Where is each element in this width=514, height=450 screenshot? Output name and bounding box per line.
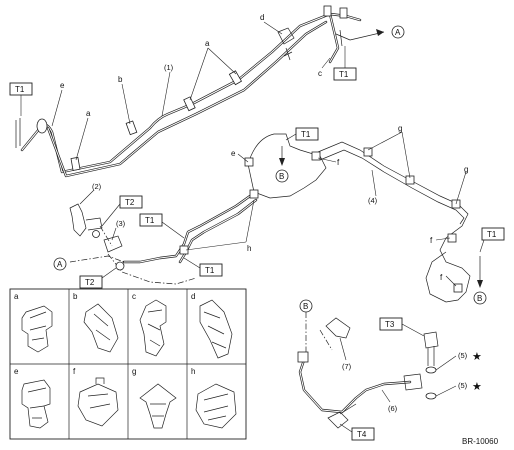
table-letter-h: h bbox=[191, 367, 195, 376]
svg-text:T1: T1 bbox=[15, 85, 25, 94]
right-leaders bbox=[237, 131, 467, 287]
tag-t1-center-right: T1 bbox=[183, 257, 223, 277]
tag-t2-lower: T2 bbox=[79, 267, 117, 289]
marker-b-label: B bbox=[477, 294, 482, 303]
table-letter-c: c bbox=[132, 292, 136, 301]
clip-letter-f: f bbox=[440, 273, 443, 282]
front-brake-pipe-assembly bbox=[15, 12, 362, 178]
marker-b-label: B bbox=[303, 302, 308, 311]
top-leaders bbox=[51, 21, 331, 161]
marker-a-left: A bbox=[53, 257, 67, 271]
tag-t2-upper: T2 bbox=[101, 195, 143, 227]
svg-text:T1: T1 bbox=[145, 216, 155, 225]
star-symbol-upper: ★ bbox=[472, 351, 482, 363]
tag-t3: T3 bbox=[379, 317, 425, 337]
svg-text:T1: T1 bbox=[487, 230, 497, 239]
clip-e-drawing bbox=[21, 379, 51, 429]
rear-brake-pipe-assembly bbox=[244, 133, 471, 303]
clip-letter-b: b bbox=[118, 75, 123, 84]
svg-text:T1: T1 bbox=[339, 70, 349, 79]
figure-id: BR-10060 bbox=[462, 437, 499, 446]
clip-letter-g: g bbox=[398, 124, 402, 133]
clip-h-drawing bbox=[195, 383, 237, 429]
table-letter-e: e bbox=[14, 367, 19, 376]
clip-letter-a: a bbox=[205, 39, 210, 48]
callout-5-lower: (5) bbox=[458, 381, 468, 390]
svg-text:T4: T4 bbox=[357, 430, 367, 439]
callout-3: (3) bbox=[116, 219, 126, 228]
callout-7: (7) bbox=[342, 362, 352, 371]
clip-letter-h: h bbox=[247, 244, 251, 253]
hose-detail: B (7) (6) bbox=[297, 299, 457, 429]
top-pipe-clips bbox=[70, 5, 348, 171]
tag-t1-mid: T1 B bbox=[275, 127, 319, 183]
clip-d-drawing bbox=[199, 299, 233, 359]
callout-6: (6) bbox=[388, 404, 398, 413]
marker-b-circle bbox=[275, 169, 289, 183]
svg-text:T1: T1 bbox=[205, 266, 215, 275]
clip-g-drawing bbox=[139, 383, 177, 429]
clip-letter-f: f bbox=[337, 158, 340, 167]
clip-letter-g: g bbox=[464, 165, 468, 174]
tag-t4: T4 bbox=[339, 423, 375, 441]
bracket-and-valve bbox=[69, 189, 125, 271]
tag-t1-left: T1 bbox=[9, 82, 33, 116]
marker-a-label: A bbox=[57, 260, 63, 269]
marker-a-circle bbox=[391, 25, 405, 39]
clip-a-drawing bbox=[21, 305, 53, 353]
callout-5-upper: (5) bbox=[458, 351, 468, 360]
marker-b-circle bbox=[473, 291, 487, 305]
clip-letter-f: f bbox=[430, 236, 433, 245]
marker-b-label: B bbox=[279, 172, 284, 181]
arrow-to-a-top: A bbox=[349, 25, 405, 41]
table-letter-d: d bbox=[191, 292, 195, 301]
clip-letter-e: e bbox=[60, 81, 65, 90]
star-symbol-lower: ★ bbox=[472, 381, 482, 393]
table-letter-b: b bbox=[73, 292, 78, 301]
clip-f-drawing bbox=[77, 377, 119, 427]
table-letter-a: a bbox=[14, 292, 19, 301]
clip-c-drawing bbox=[139, 299, 167, 357]
svg-text:T2: T2 bbox=[125, 198, 135, 207]
clip-letter-c: c bbox=[318, 69, 322, 78]
svg-text:T2: T2 bbox=[85, 278, 95, 287]
table-letter-f: f bbox=[73, 367, 76, 376]
marker-a-circle bbox=[53, 257, 67, 271]
center-pipe bbox=[122, 189, 259, 264]
clip-b-drawing bbox=[83, 303, 119, 353]
tag-t1-right: T1 B bbox=[473, 227, 505, 305]
tag-t1-center-left: T1 bbox=[139, 213, 185, 239]
tag-t1-top-right: T1 bbox=[333, 46, 357, 81]
marker-a-label: A bbox=[395, 28, 401, 37]
callout-4: (4) bbox=[368, 196, 378, 205]
svg-text:T3: T3 bbox=[385, 320, 395, 329]
clip-type-table: a b c d e f g h bbox=[9, 288, 247, 440]
svg-text:T1: T1 bbox=[301, 130, 311, 139]
table-letter-g: g bbox=[132, 367, 136, 376]
clip-letter-a: a bbox=[86, 109, 91, 118]
callout-1: (1) bbox=[164, 63, 174, 72]
callout-2: (2) bbox=[92, 182, 102, 191]
clip-letter-d: d bbox=[260, 13, 264, 22]
clip-letter-e: e bbox=[231, 149, 236, 158]
